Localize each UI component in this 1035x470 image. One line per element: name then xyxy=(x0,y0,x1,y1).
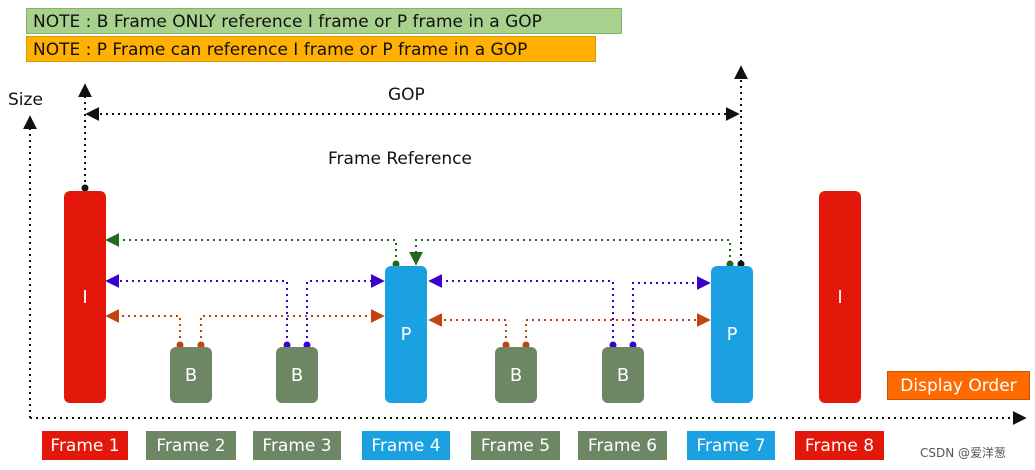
display-order-label: Display Order xyxy=(887,371,1030,400)
frame-label-6: Frame 6 xyxy=(578,431,667,460)
b3-dot-left xyxy=(283,341,291,349)
b5-to-p4-reference xyxy=(428,313,507,344)
b5-dot-right xyxy=(522,341,530,349)
frame-bar-6: B xyxy=(602,347,644,403)
b3-to-p4-reference xyxy=(306,274,385,344)
frame-label-5: Frame 5 xyxy=(471,431,560,460)
p7-to-p4-reference xyxy=(409,239,731,266)
b6-to-p4-reference xyxy=(428,274,614,344)
b2-dot-left xyxy=(176,341,184,349)
frame-reference-label: Frame Reference xyxy=(328,149,472,169)
b5-to-p7-reference xyxy=(525,313,711,344)
frame-label-7: Frame 7 xyxy=(687,431,775,460)
p4-to-i1-reference xyxy=(105,233,397,263)
b3-to-i1-reference xyxy=(105,274,288,344)
size-axis-label: Size xyxy=(8,90,43,110)
b6-to-p7-reference xyxy=(632,276,711,344)
p7-ref-dot xyxy=(726,260,734,268)
b6-dot-left xyxy=(609,341,617,349)
frame-bar-1: I xyxy=(64,191,106,403)
watermark: CSDN @爱洋葱 xyxy=(920,446,1007,460)
b2-to-p4-reference xyxy=(200,309,385,344)
note-p-frame: NOTE : P Frame can reference I frame or … xyxy=(26,36,596,62)
b3-dot-right xyxy=(303,341,311,349)
frame-label-3: Frame 3 xyxy=(253,431,341,460)
p4-ref-dot xyxy=(392,260,400,268)
b2-to-i1-reference xyxy=(105,309,181,344)
frame-label-4: Frame 4 xyxy=(362,431,450,460)
frame-bar-7: P xyxy=(711,266,753,403)
frame-bar-5: B xyxy=(495,347,537,403)
frame-bar-8: I xyxy=(819,191,861,403)
b6-dot-right xyxy=(629,341,637,349)
p7-gop-dot xyxy=(737,260,745,268)
b2-dot-right xyxy=(197,341,205,349)
frame-bar-2: B xyxy=(170,347,212,403)
frame-bar-4: P xyxy=(385,266,427,403)
frame-bar-3: B xyxy=(276,347,318,403)
gop-anchor-dot xyxy=(81,184,89,192)
frame-label-1: Frame 1 xyxy=(42,431,128,460)
b5-dot-left xyxy=(502,341,510,349)
frame-label-8: Frame 8 xyxy=(795,431,884,460)
note-b-frame: NOTE : B Frame ONLY reference I frame or… xyxy=(26,8,622,34)
gop-label: GOP xyxy=(388,85,425,105)
frame-label-2: Frame 2 xyxy=(146,431,236,460)
